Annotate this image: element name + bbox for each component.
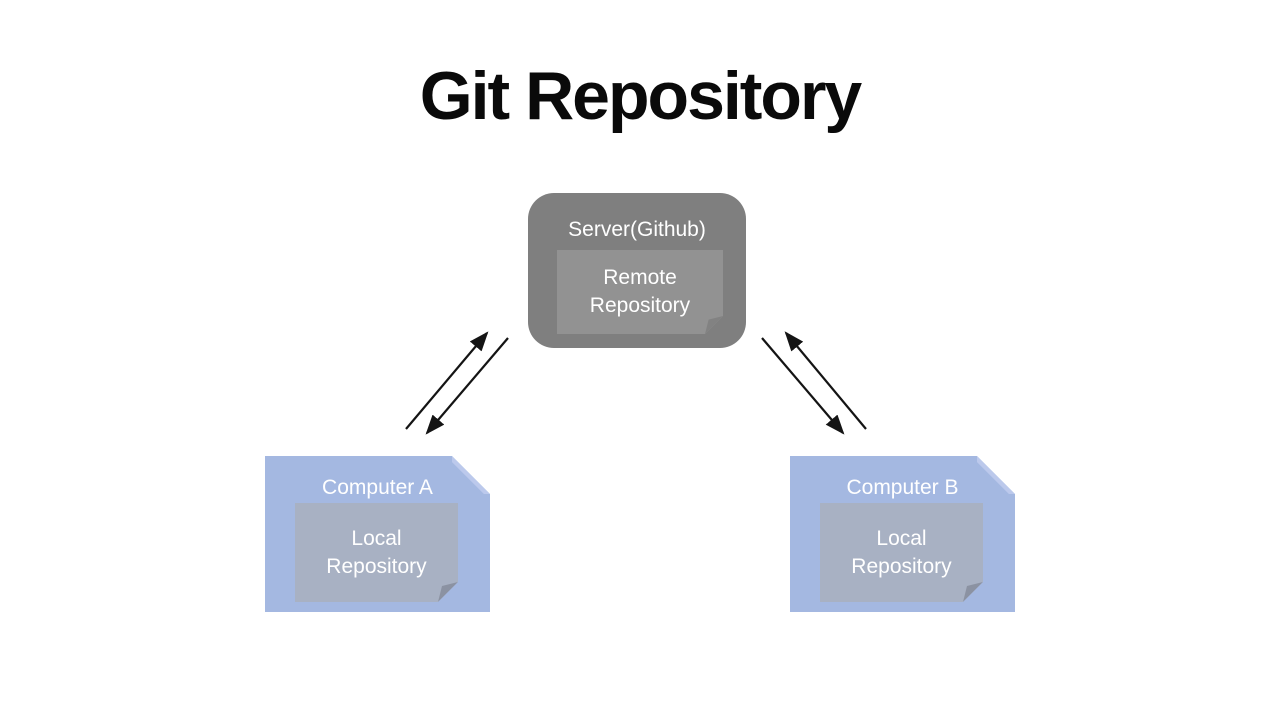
computer-b-label: Computer B [846, 476, 959, 499]
local-repository-b-label: Local Repository [820, 503, 983, 602]
local-repo-a-line1: Local [351, 526, 402, 550]
arrow-server-to-computer-b [761, 337, 845, 435]
computer-a-label: Computer A [322, 476, 433, 499]
local-repo-b-line2: Repository [851, 554, 952, 578]
computer-b-node: Computer B Local Repository [790, 456, 1015, 612]
arrow-computer-a-to-server [405, 331, 489, 430]
local-repo-b-line1: Local [876, 526, 927, 550]
page-title: Git Repository [419, 58, 863, 134]
server-node: Server(Github) Remote Repository [528, 193, 746, 348]
remote-repo-line2: Repository [589, 294, 691, 317]
server-label: Server(Github) [568, 218, 706, 241]
remote-repo-line1: Remote [603, 266, 677, 289]
arrow-computer-b-to-server [784, 331, 867, 430]
remote-repository-box: Remote Repository [557, 250, 723, 334]
local-repository-a-label: Local Repository [295, 503, 458, 602]
local-repo-a-line2: Repository [326, 554, 427, 578]
remote-repository-label: Remote Repository [557, 250, 723, 334]
arrow-server-to-computer-a [425, 337, 509, 435]
local-repository-a-box: Local Repository [295, 503, 458, 602]
computer-a-node: Computer A Local Repository [265, 456, 490, 612]
local-repository-b-box: Local Repository [820, 503, 983, 602]
